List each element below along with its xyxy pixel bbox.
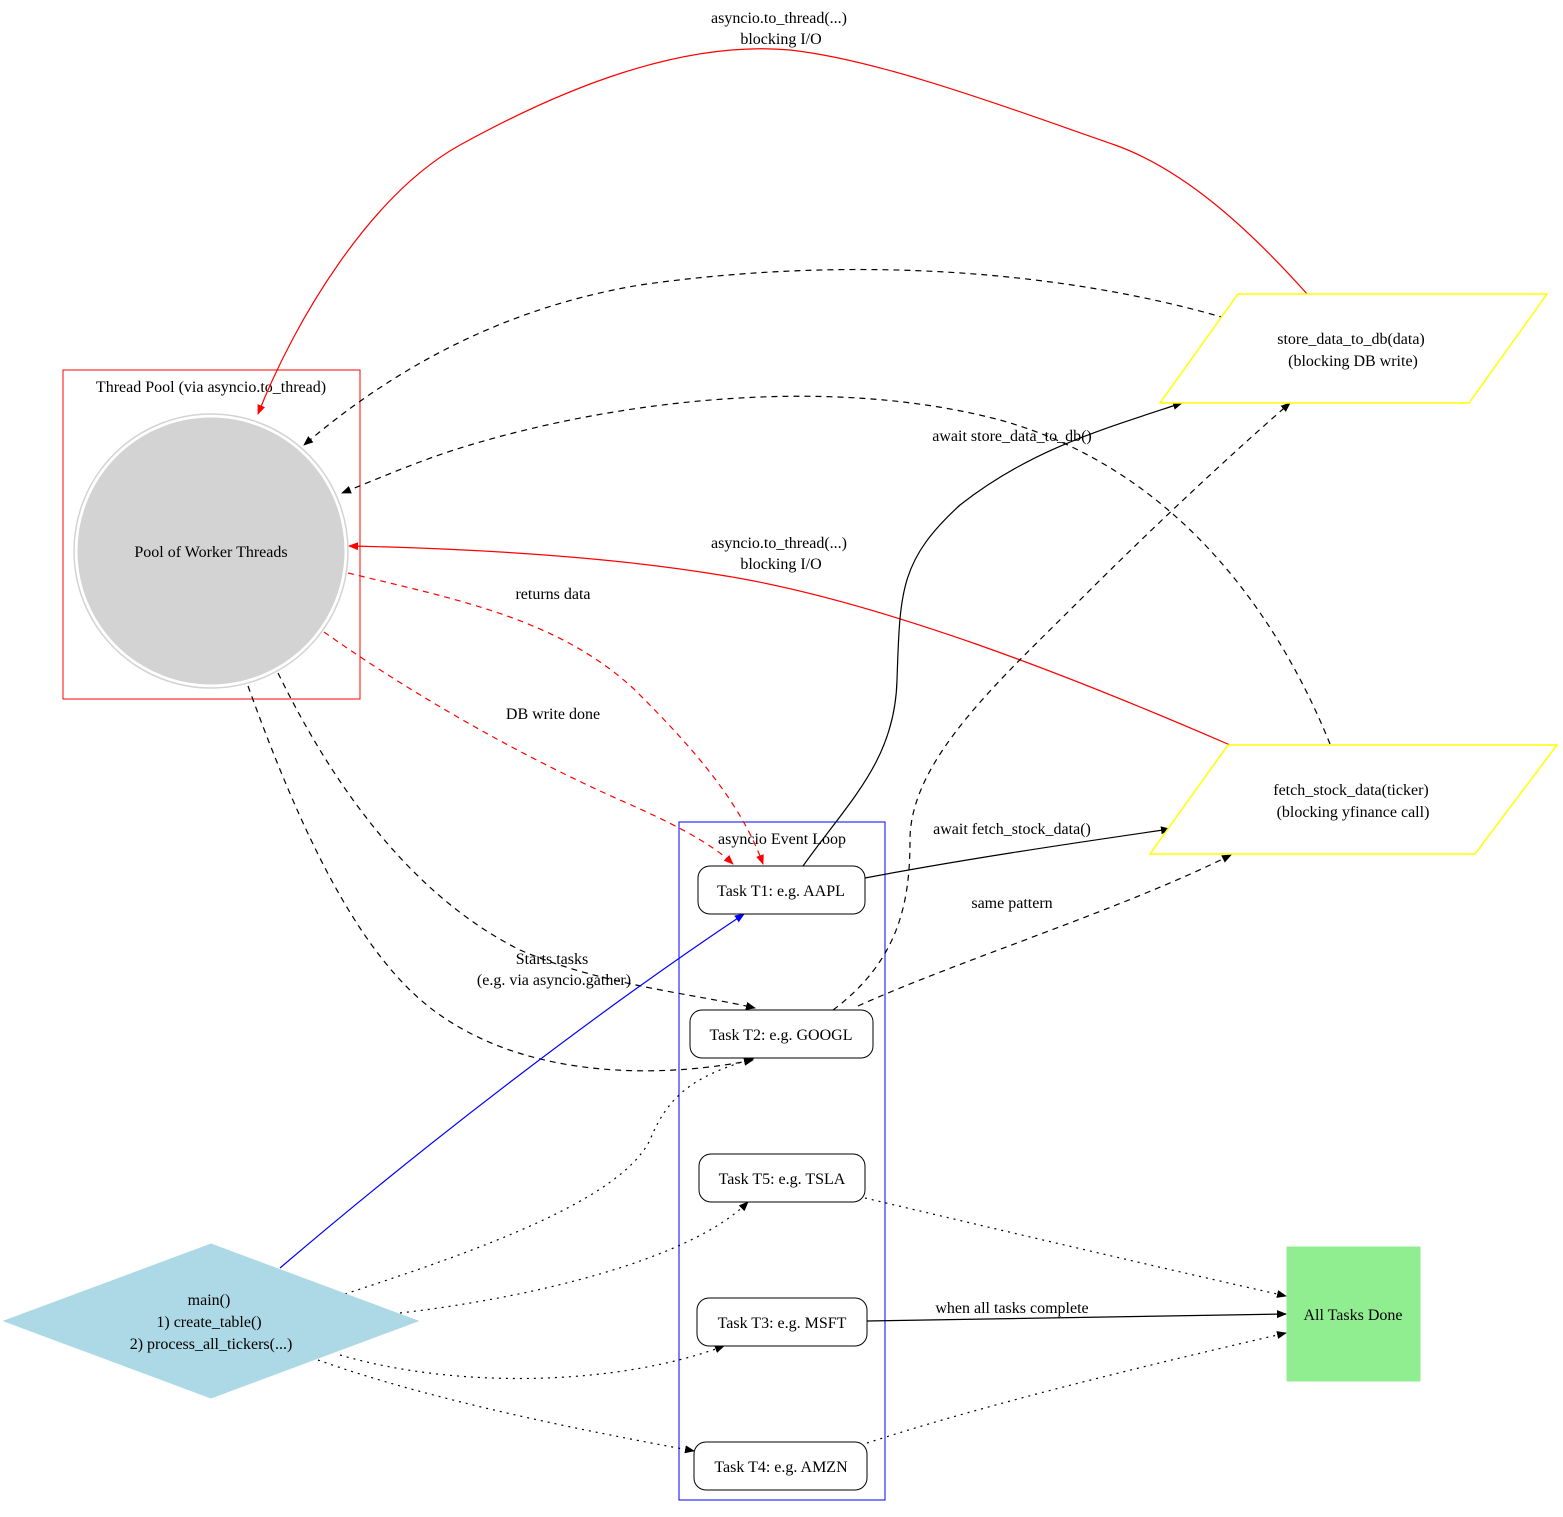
- edge-label-fetch-to-pool: asyncio.to_thread(...) blocking I/O: [711, 535, 851, 573]
- edge-db-write-done: [323, 631, 734, 865]
- task-node-t3: Task T3: e.g. MSFT: [696, 1297, 868, 1347]
- edge-await-store: [802, 402, 1183, 867]
- edge-fetch-to-pool-red: [348, 542, 1231, 746]
- task-node-t4: Task T4: e.g. AMZN: [693, 1441, 868, 1491]
- edge-main-to-t4: [317, 1359, 695, 1454]
- task-label-t2: Task T2: e.g. GOOGL: [709, 1027, 852, 1044]
- task-node-t2: Task T2: e.g. GOOGL: [689, 1009, 874, 1059]
- edge-label-same-pattern: same pattern: [971, 895, 1052, 912]
- event-loop-cluster: [678, 821, 886, 1501]
- task-label-t3: Task T3: e.g. MSFT: [718, 1315, 847, 1332]
- edge-pool-to-t2-inner: [277, 672, 756, 1010]
- task-label-t1: Task T1: e.g. AAPL: [717, 883, 845, 900]
- all-tasks-done-label: All Tasks Done: [1303, 1307, 1402, 1324]
- edge-label-starts-tasks: Starts tasks (e.g. via asyncio.gather): [477, 951, 631, 989]
- edge-label-db-write-done: DB write done: [506, 706, 600, 723]
- task-label-t5: Task T5: e.g. TSLA: [719, 1171, 846, 1188]
- edge-t2-to-store: [832, 402, 1291, 1011]
- task-label-t4: Task T4: e.g. AMZN: [714, 1459, 848, 1476]
- edge-same-pattern: [857, 854, 1232, 1007]
- edge-await-fetch: [864, 826, 1171, 879]
- edge-label-await-fetch: await fetch_stock_data(): [933, 821, 1091, 838]
- edge-t5-to-done: [864, 1197, 1287, 1298]
- store-data-node: store_data_to_db(data) (blocking DB writ…: [1158, 293, 1549, 404]
- edge-label-returns-data: returns data: [515, 586, 590, 603]
- edge-label-all-complete: when all tasks complete: [935, 1300, 1088, 1317]
- worker-pool-node: Pool of Worker Threads: [73, 413, 349, 689]
- thread-pool-cluster: [62, 369, 361, 700]
- fetch-stock-label: fetch_stock_data(ticker) (blocking yfina…: [1273, 782, 1432, 821]
- edge-main-to-t1: [279, 913, 745, 1269]
- edge-label-await-store: await store_data_to_db(): [932, 428, 1092, 445]
- worker-pool-label: Pool of Worker Threads: [134, 544, 287, 561]
- main-node: main() 1) create_table() 2) process_all_…: [2, 1243, 420, 1399]
- edge-fetch-to-pool-dashed: [341, 395, 1331, 745]
- edge-store-to-pool-dashed: [303, 268, 1226, 446]
- edge-main-to-t2: [344, 1056, 755, 1295]
- edge-pool-to-t2-outer: [247, 685, 754, 1072]
- task-node-t1: Task T1: e.g. AAPL: [697, 865, 866, 915]
- task-node-t5: Task T5: e.g. TSLA: [698, 1153, 866, 1203]
- thread-pool-cluster-label: Thread Pool (via asyncio.to_thread): [96, 379, 326, 396]
- store-data-label: store_data_to_db(data) (blocking DB writ…: [1277, 331, 1429, 370]
- all-tasks-done-node: All Tasks Done: [1286, 1246, 1421, 1382]
- edge-all-complete: [866, 1310, 1287, 1322]
- edge-store-to-pool-red: [257, 48, 1309, 415]
- main-label: main() 1) create_table() 2) process_all_…: [130, 1292, 293, 1353]
- edge-label-store-to-pool: asyncio.to_thread(...) blocking I/O: [711, 10, 851, 48]
- edge-t4-to-done: [866, 1331, 1287, 1444]
- edge-main-to-t3: [339, 1345, 725, 1380]
- fetch-stock-node: fetch_stock_data(ticker) (blocking yfina…: [1148, 744, 1559, 855]
